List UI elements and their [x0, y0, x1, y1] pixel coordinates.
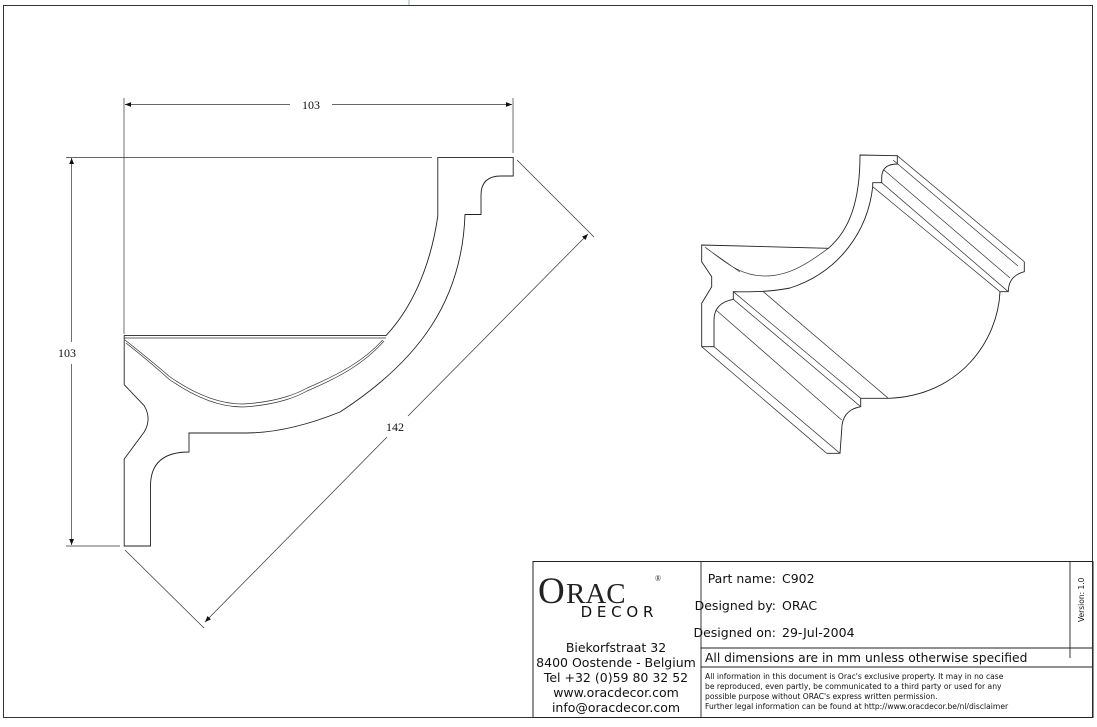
address-street: Biekorfstraat 32	[566, 640, 666, 655]
legal-line: All information in this document is Orac…	[705, 672, 1004, 681]
profile-outline	[123, 156, 514, 547]
legal-line: be reproduced, even partly, be communica…	[705, 682, 1002, 691]
section-bowl	[124, 337, 386, 405]
iso-long-edges	[701, 155, 1025, 454]
legal-line: possible purpose without ORAC's express …	[705, 692, 937, 701]
title-block: O RAC ® D E C O R Biekorfstraat 32 8400 …	[532, 561, 1094, 718]
iso-front-face	[701, 154, 898, 348]
orac-logo: O RAC ® D E C O R	[538, 571, 661, 621]
designed-on-value: 29-Jul-2004	[782, 625, 855, 640]
logo-sub: D E C O R	[581, 603, 654, 621]
iso-bowl	[704, 246, 829, 277]
isometric-view	[701, 154, 1025, 454]
address: Biekorfstraat 32 8400 Oostende - Belgium…	[536, 640, 696, 715]
designed-on-label: Designed on:	[693, 625, 776, 640]
part-name-label: Part name:	[708, 571, 776, 586]
section-profile	[123, 156, 514, 547]
designed-by-label: Designed by:	[695, 598, 776, 613]
logo-registered: ®	[655, 574, 661, 583]
part-info: Part name: C902 Designed by: ORAC Design…	[693, 571, 854, 640]
dimension-width-label: 103	[302, 98, 320, 112]
dimension-diagonal-label: 142	[386, 420, 404, 434]
designed-by-value: ORAC	[782, 598, 817, 613]
dimension-diagonal: 142	[124, 159, 595, 629]
logo-main: O	[538, 571, 565, 612]
legal-line: Further legal information can be found a…	[705, 702, 1009, 711]
part-name-value: C902	[782, 571, 815, 586]
version-label: Version: 1.0	[1077, 577, 1086, 622]
dimension-width: 103	[123, 98, 514, 334]
logo-main-rest: RAC	[566, 578, 626, 610]
address-tel: Tel +32 (0)59 80 32 52	[543, 670, 688, 685]
address-email: info@oracdecor.com	[552, 700, 680, 715]
dimension-height-label: 103	[58, 346, 76, 360]
iso-back-face	[826, 261, 1025, 454]
legal-notice: All information in this document is Orac…	[705, 672, 1009, 711]
section-bowl-inner	[125, 340, 385, 408]
address-city: 8400 Oostende - Belgium	[536, 655, 696, 670]
dimension-height: 103	[58, 157, 432, 547]
units-note: All dimensions are in mm unless otherwis…	[705, 651, 1027, 665]
address-web: www.oracdecor.com	[553, 685, 679, 700]
